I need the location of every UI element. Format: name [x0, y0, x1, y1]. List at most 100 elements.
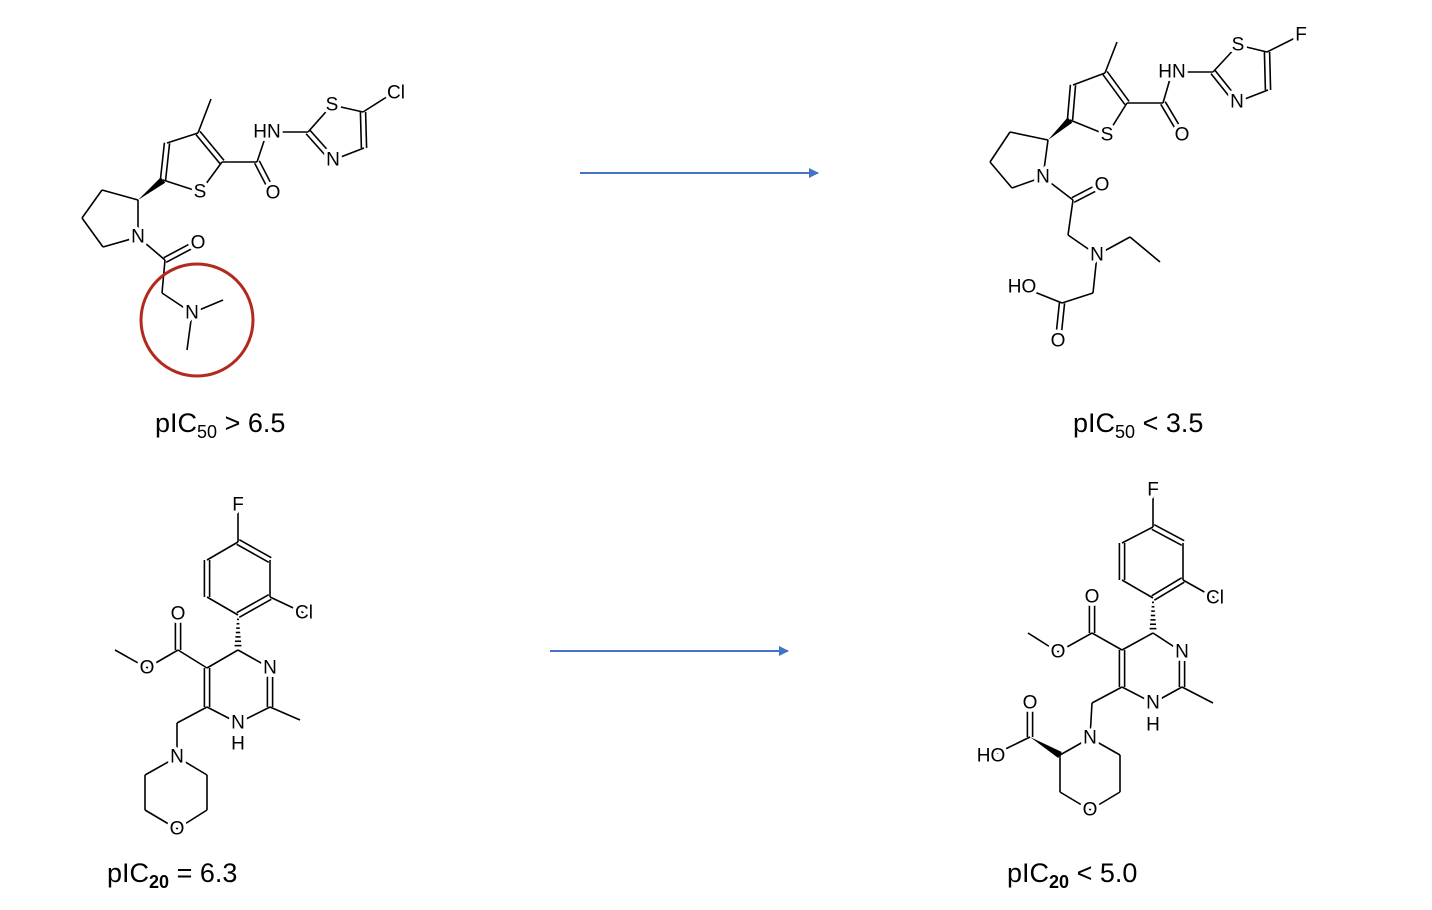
bond — [176, 756, 208, 776]
bond — [1089, 702, 1093, 739]
activity-label-compound-1: pIC50 > 6.5 — [155, 408, 285, 442]
atom-label: N — [326, 150, 340, 171]
activity-prefix: pIC — [155, 408, 198, 438]
bond — [1089, 737, 1121, 756]
bond — [1151, 528, 1183, 547]
bond — [1071, 181, 1102, 199]
molecule-4-atoms: F Cl N N H O O N O O HO — [973, 476, 1227, 824]
bond — [191, 299, 224, 314]
bond — [1102, 74, 1126, 106]
bond — [1121, 686, 1154, 704]
bond — [1121, 632, 1154, 651]
bond — [253, 162, 272, 195]
bond — [162, 179, 201, 193]
activity-value: < 5.0 — [1069, 858, 1138, 888]
activity-prefix: pIC — [107, 858, 150, 888]
bond — [1061, 292, 1094, 304]
bond — [1059, 303, 1066, 342]
bond — [1069, 119, 1108, 136]
atom-label: O — [1085, 587, 1100, 608]
highlight-circle — [139, 262, 255, 378]
bond — [1263, 52, 1267, 91]
bond — [159, 142, 166, 180]
bond — [1121, 526, 1154, 544]
bond — [1072, 72, 1106, 86]
molecule-2-atoms: S HN O S N F N O N HO O — [1004, 21, 1310, 355]
bond — [199, 130, 225, 161]
atom-label: HN — [253, 122, 280, 143]
bond — [1151, 577, 1183, 597]
atom-label: F — [1147, 480, 1159, 501]
atom-label: S — [194, 182, 207, 203]
atom-label: HO — [977, 746, 1006, 767]
atom-label: N — [1036, 167, 1050, 188]
bond — [362, 92, 394, 113]
bond — [1066, 84, 1072, 120]
atom-label: O — [1051, 642, 1066, 663]
bond — [1089, 791, 1121, 811]
bond — [102, 236, 139, 248]
bond — [1027, 632, 1059, 653]
bond — [1071, 85, 1077, 121]
bond — [1164, 101, 1185, 135]
bond — [1152, 632, 1183, 653]
bond — [332, 147, 365, 161]
bond — [144, 809, 178, 830]
bond — [1067, 199, 1074, 236]
activity-subscript: 50 — [197, 422, 218, 442]
atom-label: Cl — [1206, 588, 1224, 609]
atom-label: F — [232, 495, 244, 516]
bond — [1011, 176, 1044, 189]
bond — [1153, 581, 1185, 601]
atom-label: O — [171, 604, 186, 625]
atom-label: N — [170, 747, 184, 768]
bond — [1054, 302, 1061, 341]
atom-label: H — [1146, 715, 1160, 736]
atom-label: O — [170, 819, 185, 840]
bond — [1153, 523, 1185, 542]
bond — [269, 706, 301, 721]
activity-label-compound-4: pIC20 < 5.0 — [1007, 858, 1138, 892]
activity-value: < 3.5 — [1135, 408, 1204, 438]
bond — [1210, 73, 1236, 105]
bond — [199, 161, 223, 193]
bond — [1091, 632, 1123, 651]
activity-label-compound-2: pIC50 < 3.5 — [1073, 408, 1204, 441]
atom-label: N — [131, 227, 145, 248]
activity-subscript: 20 — [149, 872, 170, 892]
bond — [305, 133, 332, 163]
bond — [197, 98, 212, 134]
activity-subscript: 20 — [1049, 872, 1070, 892]
atom-label: N — [185, 303, 199, 324]
bond — [238, 598, 272, 618]
bond — [1042, 176, 1074, 201]
bond — [195, 134, 221, 165]
wedge-bond — [1030, 737, 1062, 759]
atom-label: O — [140, 658, 155, 679]
atom-label: O — [1083, 800, 1098, 821]
bond — [1104, 41, 1118, 74]
bond — [163, 239, 197, 259]
bond — [1057, 632, 1093, 653]
bond — [1106, 102, 1128, 136]
bond — [364, 111, 368, 148]
bond — [206, 541, 239, 561]
molecule-3-atoms: F Cl N N H O O N O — [136, 491, 316, 843]
bond — [1009, 131, 1049, 141]
bond — [206, 649, 239, 669]
atom-label: S — [1232, 35, 1245, 56]
atom-label: O — [191, 233, 206, 254]
bond — [236, 543, 270, 563]
bond — [237, 649, 271, 669]
atom-label: O — [266, 183, 281, 204]
bond — [81, 189, 103, 219]
molecule-1-atoms: S HN O S N Cl N O N — [128, 79, 409, 327]
bond — [1129, 236, 1161, 263]
bond — [1092, 254, 1098, 294]
atom-label: HN — [1158, 62, 1185, 83]
bond — [990, 736, 1031, 757]
bond — [1106, 70, 1130, 102]
atom-label: O — [1175, 125, 1190, 146]
bond — [1152, 686, 1183, 704]
